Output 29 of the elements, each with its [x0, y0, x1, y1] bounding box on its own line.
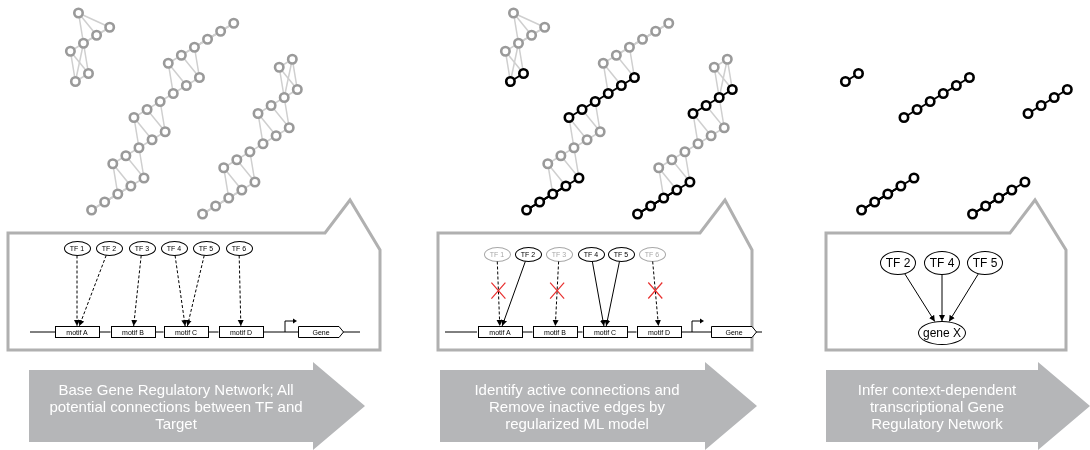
arrow [652, 261, 661, 327]
connector-line [263, 331, 299, 333]
arrow [591, 260, 606, 327]
connector-line [577, 331, 583, 333]
arrow [74, 255, 80, 327]
banner-text: Base Gene Regulatory Network; All potential connections between TF and Target [48, 380, 304, 432]
arrow [904, 273, 936, 323]
arrow [604, 260, 620, 327]
arrow [939, 274, 945, 322]
arrow [237, 255, 244, 327]
arrow [501, 260, 526, 327]
arrow [185, 254, 205, 327]
arrow [131, 255, 142, 327]
step-banner [29, 362, 365, 450]
connector-line [208, 331, 219, 333]
connector-line [681, 331, 712, 333]
step-banner [439, 362, 757, 450]
connector-line [155, 331, 164, 333]
banner-text: Identify active connections and Remove inactive edges by regularized ML model [473, 380, 681, 432]
arrow [496, 261, 503, 327]
arrow [78, 254, 107, 327]
connector-line [99, 331, 111, 333]
connector-line [627, 331, 637, 333]
arrow [174, 255, 188, 327]
arrow [948, 273, 979, 323]
banner-text: Infer context-dependent transcriptional Gene Regulatory Network [856, 380, 1018, 432]
step-banner [826, 362, 1090, 450]
arrow [552, 261, 560, 327]
connector-line [522, 331, 533, 333]
